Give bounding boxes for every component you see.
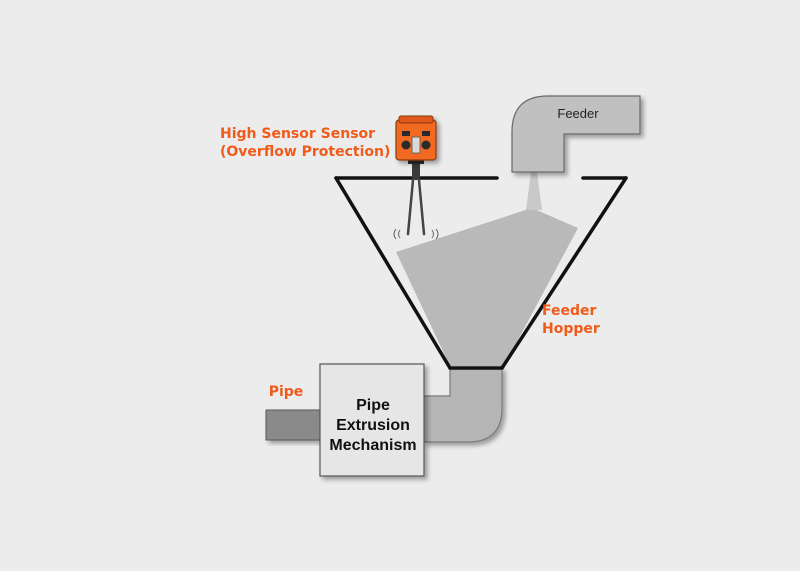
level-sensor-icon <box>393 115 439 240</box>
extruder-label-line1: Pipe <box>356 397 390 414</box>
hopper-material <box>396 208 578 366</box>
pipe <box>265 409 323 441</box>
sensor-label-line1: High Sensor Sensor <box>220 126 375 142</box>
material-stream <box>526 172 542 210</box>
outlet-pipe <box>423 367 503 443</box>
hopper-label-line1: Feeder <box>542 303 597 319</box>
extruder-label-line3: Mechanism <box>329 437 416 454</box>
extruder-label-line2: Extrusion <box>336 417 410 434</box>
feeder <box>511 95 641 173</box>
pipe-label: Pipe <box>269 384 304 400</box>
vibration-icon <box>393 228 439 240</box>
sensor-label-line2: (Overflow Protection) <box>220 144 390 160</box>
feeder-label: Feeder <box>557 106 599 121</box>
hopper-label-line2: Hopper <box>542 321 600 337</box>
extrusion-mechanism <box>319 363 425 477</box>
